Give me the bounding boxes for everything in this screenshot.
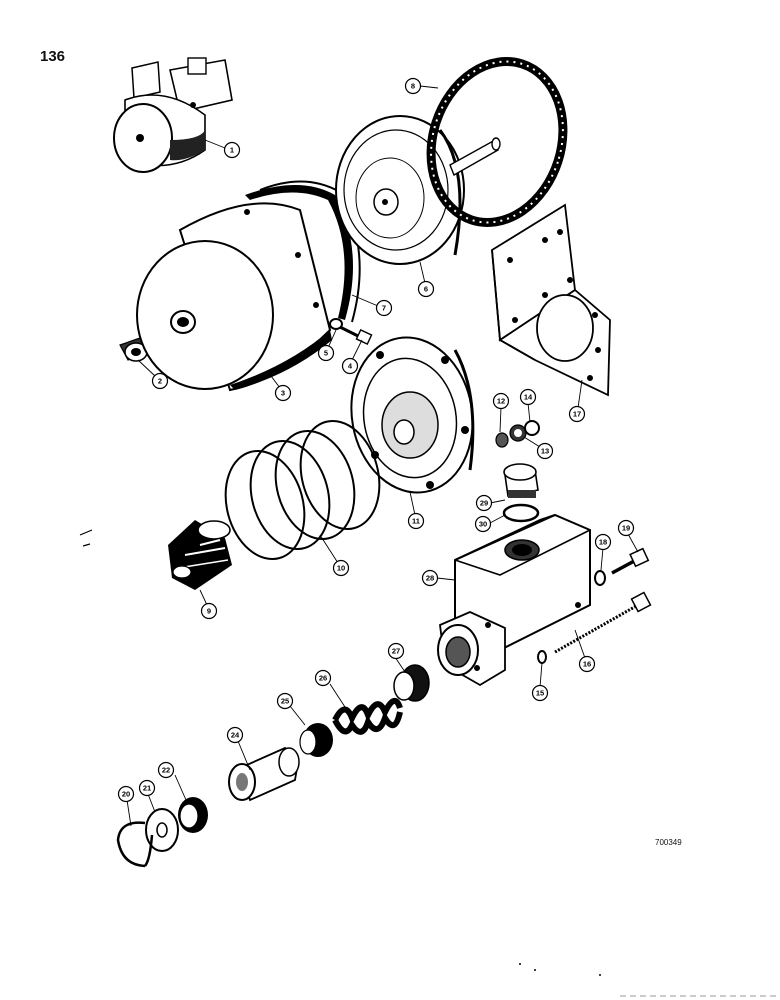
callout-18: 18 <box>594 533 612 551</box>
part-5-washer <box>329 318 343 330</box>
part-24-piston <box>228 746 300 802</box>
callout-18-label: 18 <box>599 538 607 547</box>
callout-4-label: 4 <box>348 362 353 371</box>
part-13-spring <box>509 424 527 442</box>
callout-29-label: 29 <box>480 499 488 508</box>
part-12-washer <box>495 432 509 448</box>
part-15-washer <box>537 650 547 664</box>
callout-26: 26 <box>314 669 332 687</box>
callout-16-label: 16 <box>583 660 591 669</box>
callout-15: 15 <box>531 684 549 702</box>
callout-2: 2 <box>151 372 169 390</box>
callout-24-label: 24 <box>231 731 240 740</box>
callout-21-label: 21 <box>143 784 151 793</box>
callout-14-label: 14 <box>524 393 533 402</box>
callout-25-label: 25 <box>281 697 289 706</box>
callout-30-label: 30 <box>479 520 487 529</box>
callout-9-label: 9 <box>207 607 211 616</box>
part-4-bolt <box>339 325 373 345</box>
part-26-spring <box>332 698 403 735</box>
part-9-boot <box>168 520 232 590</box>
callout-7: 7 <box>375 299 393 317</box>
callout-30: 30 <box>474 515 492 533</box>
callout-14: 14 <box>519 388 537 406</box>
callout-6-label: 6 <box>424 285 428 294</box>
part-29-plug <box>503 463 539 498</box>
callout-22: 22 <box>157 761 175 779</box>
callout-10-label: 10 <box>337 564 345 573</box>
figure-reference: 700349 <box>655 838 682 847</box>
callout-1: 1 <box>223 141 241 159</box>
part-22-seal <box>178 797 208 833</box>
part-21-washer <box>145 808 179 852</box>
leader-lines <box>126 85 639 827</box>
callout-3-label: 3 <box>281 389 285 398</box>
part-1-cylinder-assembly <box>113 57 233 173</box>
part-25-cup <box>299 723 333 757</box>
callout-29: 29 <box>475 494 493 512</box>
callout-4: 4 <box>341 357 359 375</box>
part-16-bolt <box>554 591 652 654</box>
part-11-flange <box>350 336 475 494</box>
callout-28-label: 28 <box>426 574 434 583</box>
callout-11-label: 11 <box>412 517 420 526</box>
part-3-housing <box>136 202 332 392</box>
callout-22-label: 22 <box>162 766 170 775</box>
callout-1-label: 1 <box>230 146 234 155</box>
part-8-gasket <box>426 57 568 227</box>
part-17-bracket <box>491 203 611 397</box>
part-27-cup <box>393 664 430 702</box>
callout-6: 6 <box>417 280 435 298</box>
callout-13-label: 13 <box>541 447 549 456</box>
part-19-bolt <box>611 547 650 575</box>
callout-20-label: 20 <box>122 790 130 799</box>
callout-12-label: 12 <box>497 397 505 406</box>
part-20-snap-ring <box>116 821 154 868</box>
part-18-washer <box>594 570 606 586</box>
part-6-diaphragm <box>335 115 501 265</box>
callout-24: 24 <box>226 726 244 744</box>
callout-12: 12 <box>492 392 510 410</box>
callout-28: 28 <box>421 569 439 587</box>
part-14-seat <box>524 420 540 436</box>
callout-25: 25 <box>276 692 294 710</box>
callout-27: 27 <box>387 642 405 660</box>
callout-8-label: 8 <box>411 82 415 91</box>
callout-5: 5 <box>317 344 335 362</box>
callout-17-label: 17 <box>573 410 581 419</box>
part-28-master-cylinder <box>437 513 591 687</box>
callout-19-label: 19 <box>622 524 630 533</box>
callout-21: 21 <box>138 779 156 797</box>
callout-27-label: 27 <box>392 647 400 656</box>
callout-3: 3 <box>274 384 292 402</box>
callout-5-label: 5 <box>324 349 328 358</box>
callout-13: 13 <box>536 442 554 460</box>
callout-15-label: 15 <box>536 689 544 698</box>
scan-specks <box>79 529 780 997</box>
callout-17: 17 <box>568 405 586 423</box>
callout-16: 16 <box>578 655 596 673</box>
callout-8: 8 <box>404 77 422 95</box>
callout-19: 19 <box>617 519 635 537</box>
callout-2-label: 2 <box>158 377 162 386</box>
part-10-spring <box>224 419 381 561</box>
page-number: 136 <box>40 48 66 65</box>
callout-10: 10 <box>332 559 350 577</box>
callout-7-label: 7 <box>382 304 386 313</box>
callout-20: 20 <box>117 785 135 803</box>
callout-9: 9 <box>200 602 218 620</box>
callout-11: 11 <box>407 512 425 530</box>
part-30-gasket <box>502 503 540 523</box>
callout-26-label: 26 <box>319 674 327 683</box>
